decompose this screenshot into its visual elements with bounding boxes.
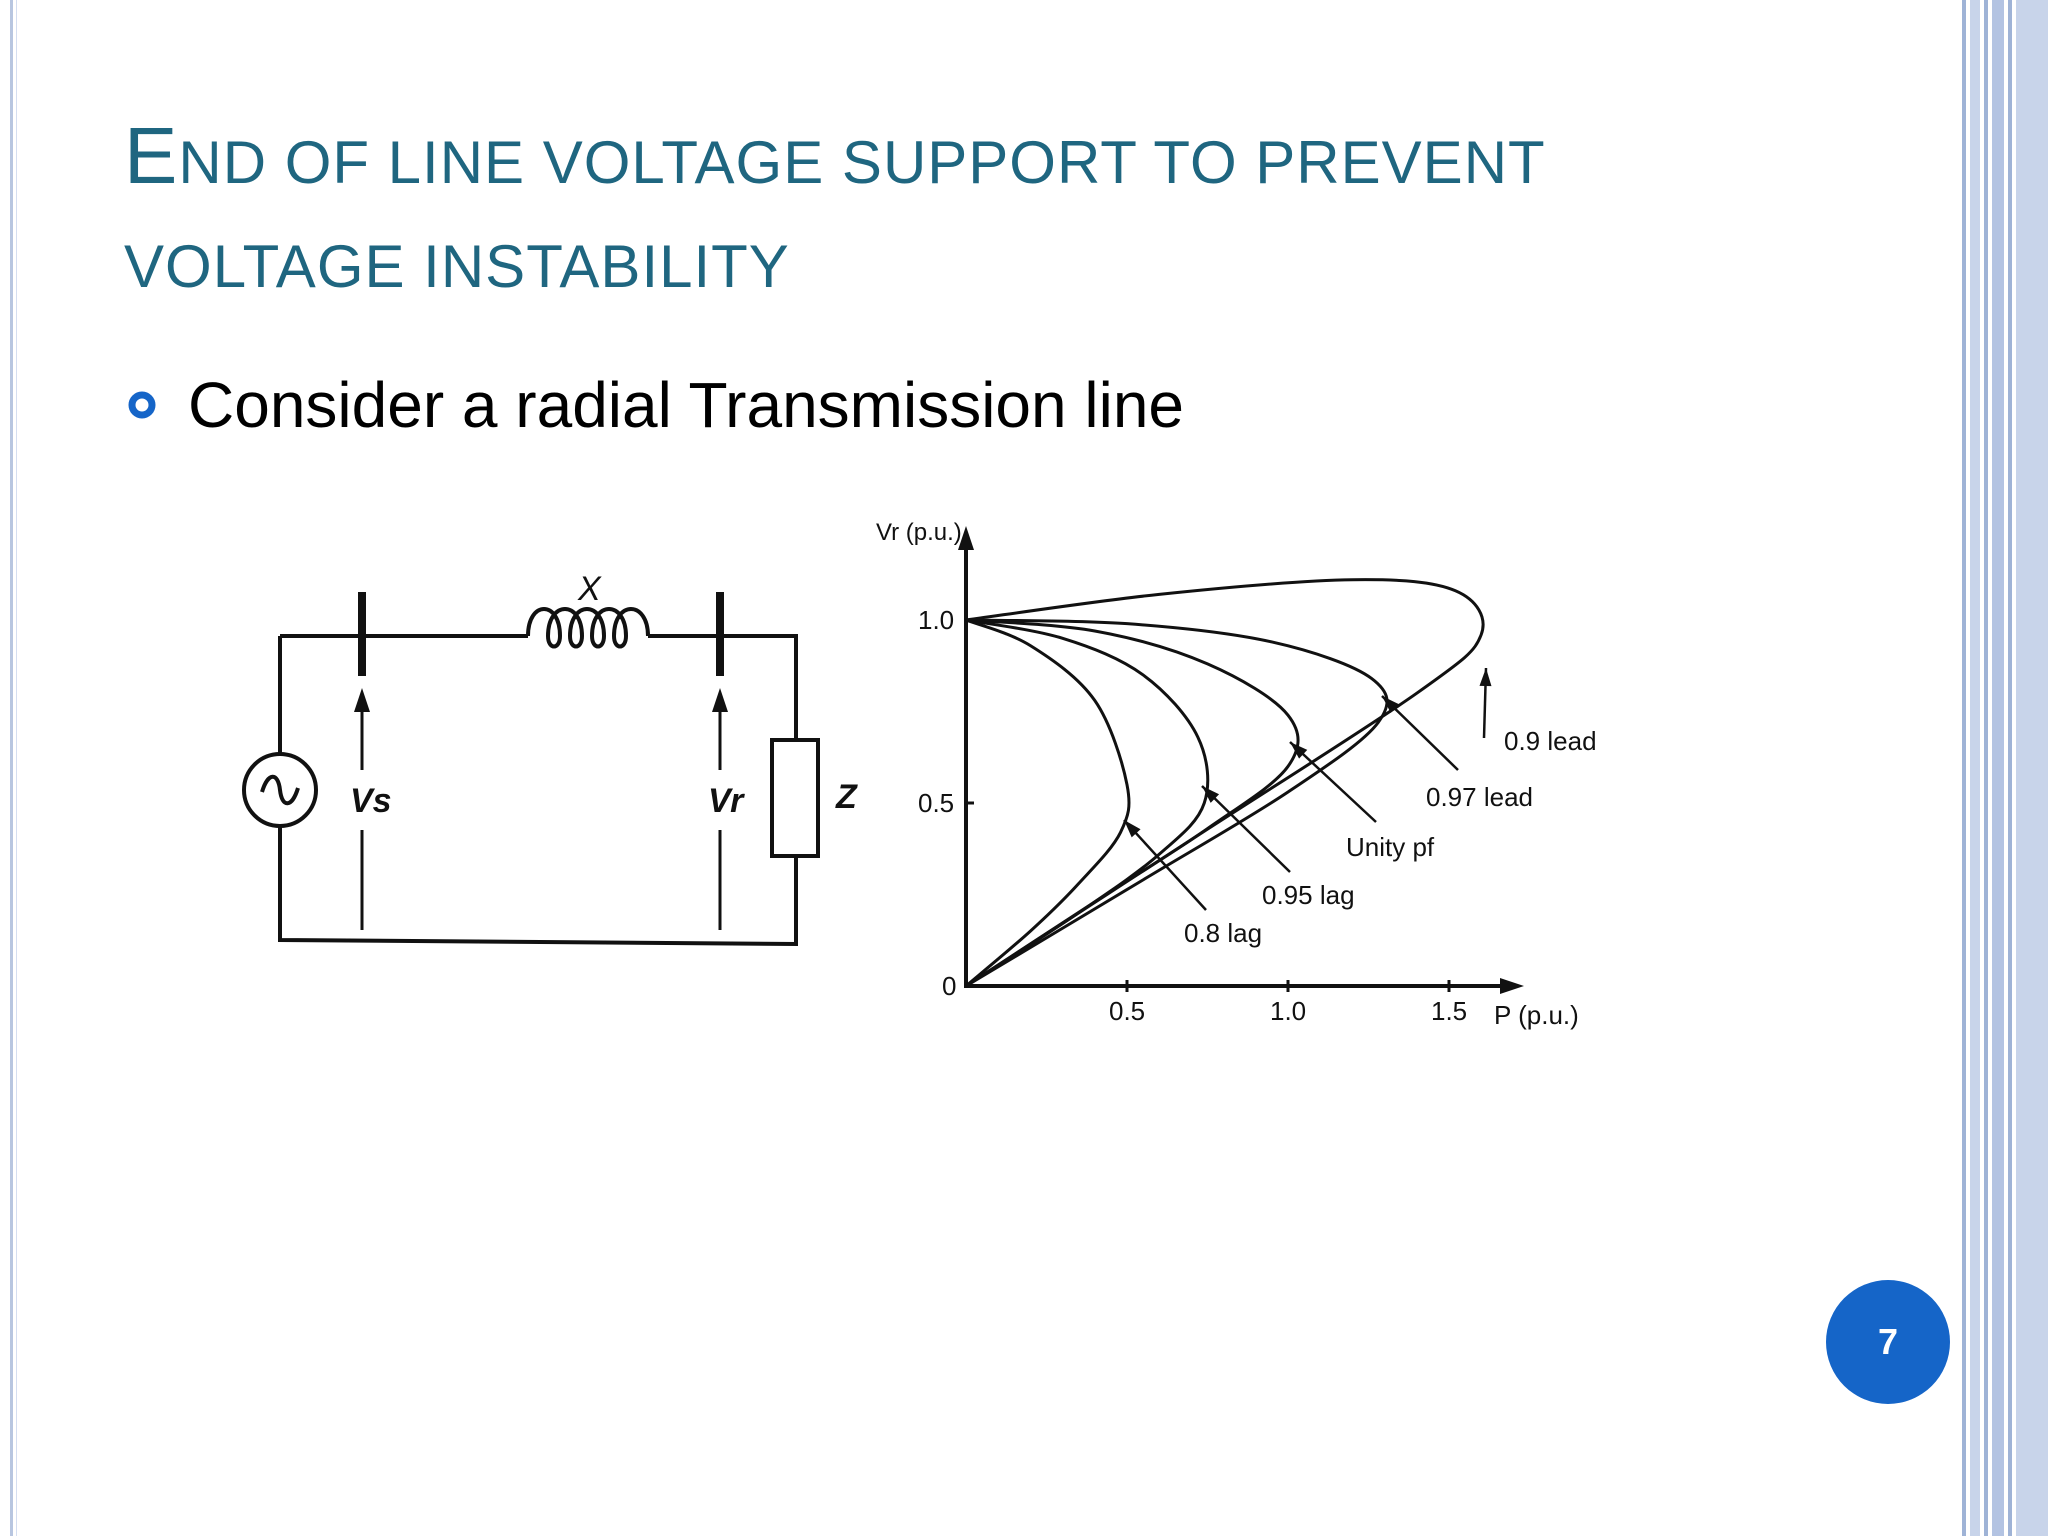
bullet-ring-icon [128,391,156,419]
pv-curves [965,578,1485,988]
bullet-text: Consider a radial Transmission line [188,369,1184,441]
annotation-leader [1289,741,1377,823]
curve-annotation-label: Unity pf [1346,832,1435,862]
vs-arrow-head [354,688,370,712]
curve-annotation-label: 0.9 lead [1504,726,1597,756]
x-tick-label: 1.0 [1270,996,1306,1026]
annotation-leader [1123,819,1207,911]
y-axis-arrow [958,526,974,550]
x-axis-label: P (p.u.) [1494,1000,1579,1030]
slide-title-line-2: voltage instability [124,233,790,300]
right-border-stripes [1956,0,2048,1536]
reactance-label: X [577,570,602,608]
slide-title: End of line voltage support to prevent v… [124,104,1724,319]
x-tick-label: 1.5 [1431,996,1467,1026]
page-number-badge: 7 [1826,1280,1950,1404]
axis-ticks: 0.5 1.0 1.5 0 0.5 1.0 [918,605,1467,1026]
annotation-arrowhead [1124,820,1141,838]
annotation-arrowhead [1382,696,1400,713]
pv-curve [965,618,1389,988]
bullet-item: Consider a radial Transmission line [128,368,1184,442]
left-border-rule [10,0,17,1536]
y-tick-label: 0.5 [918,788,954,818]
title-initial-letter: E [124,111,179,200]
load-label: Z [835,778,858,816]
pv-curve-chart: Vr (p.u.) P (p.u.) 0.5 1.0 1.5 0 0.5 1.0 0.9 … [876,519,1597,1030]
receiving-voltage-label: Vr [708,782,745,820]
y-tick-label: 1.0 [918,605,954,635]
inductor-coil [526,607,650,649]
pv-curve [965,618,1131,988]
x-axis-arrow [1500,978,1524,994]
load-resistor [770,738,820,858]
radial-line-circuit [242,592,820,947]
slide-title-line-1: End of line voltage support to prevent [124,104,1724,215]
curve-annotation-label: 0.97 lead [1426,782,1533,812]
y-tick-label: 0 [942,971,956,1001]
vr-label-gap [700,770,740,830]
x-tick-label: 0.5 [1109,996,1145,1026]
title-line-1-text: nd of line voltage support to prevent [178,129,1546,196]
curve-annotation-label: 0.95 lag [1262,880,1355,910]
curve-annotation-label: 0.8 lag [1184,918,1262,948]
pv-curve [965,578,1485,988]
vr-arrow-head [712,688,728,712]
circuit-top-right-wire [648,634,798,740]
vs-label-gap [342,770,382,830]
annotation-arrowhead [1202,786,1220,803]
y-axis-label: Vr (p.u.) [876,519,962,546]
ac-source-wave [260,774,300,806]
annotation-leader [1201,785,1291,873]
sending-voltage-label: Vs [350,782,392,820]
pv-curve [965,618,1210,988]
annotation-arrowhead [1290,742,1308,759]
annotation-arrowhead [1479,668,1492,687]
